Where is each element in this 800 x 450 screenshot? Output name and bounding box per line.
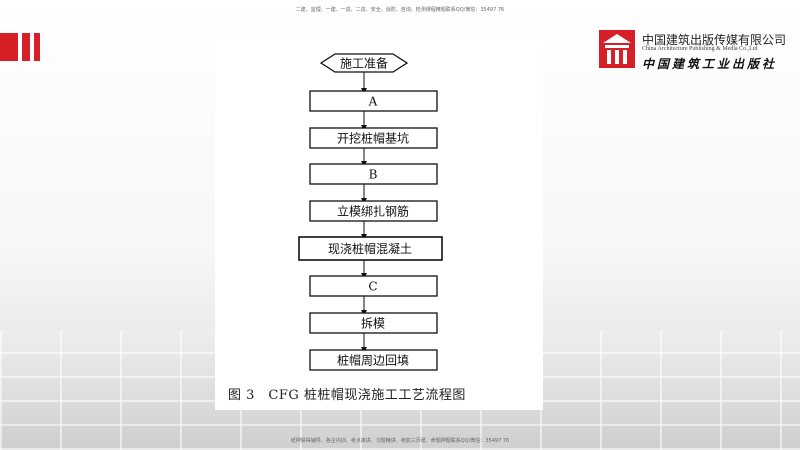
flow-step-backfill-box xyxy=(309,349,438,371)
flow-step-c-box xyxy=(309,275,438,297)
publisher-name-cn: 中国建筑出版传媒有限公司 xyxy=(642,33,787,47)
publisher-seal-icon xyxy=(599,30,635,68)
flow-step-c-label: C xyxy=(368,280,377,294)
flow-step-formwork-box xyxy=(309,200,438,222)
red-brand-mark xyxy=(0,33,46,61)
flow-step-pour-label: 现浇桩帽混凝土 xyxy=(328,241,412,256)
flow-start-label: 施工准备 xyxy=(340,57,388,71)
footer-note: 纸押获得辅导、各企内训、考点串讲、习题精讲、考前三页纸、命题押题联系QQ/微信：… xyxy=(290,438,510,444)
figure-caption: 图 3 CFG 桩桩帽现浇施工工艺流程图 xyxy=(228,388,466,403)
flow-step-b-box xyxy=(309,163,438,185)
flow-step-strip-label: 拆模 xyxy=(361,316,385,331)
header-note: 二建、监理、一建、一造、二造、安全、消防、咨询、检测课程精题联系QQ/微信：35… xyxy=(295,7,505,13)
flow-step-backfill-label: 桩帽周边回填 xyxy=(337,353,409,368)
flow-step-pour-box xyxy=(298,236,443,261)
flow-step-a-label: A xyxy=(368,95,378,109)
flow-step-formwork-label: 立模绑扎钢筋 xyxy=(337,204,409,219)
flow-step-strip-box xyxy=(309,312,438,334)
publisher-logo: 中国建筑出版传媒有限公司 China Architecture Publishi… xyxy=(596,27,796,75)
flow-step-b-label: B xyxy=(369,168,378,182)
flow-step-excavate-label: 开挖桩帽基坑 xyxy=(337,131,409,146)
flow-step-a-box xyxy=(309,90,438,112)
figure-panel: 施工准备 A 开挖桩帽基坑 B 立模绑扎钢筋 现浇桩帽混凝土 C 拆模 桩帽周边… xyxy=(215,40,543,410)
publisher-name-en: China Architecture Publishing & Media Co… xyxy=(642,46,758,52)
flowchart: 施工准备 A 开挖桩帽基坑 B 立模绑扎钢筋 现浇桩帽混凝土 C 拆模 桩帽周边… xyxy=(298,53,443,371)
flow-step-excavate-box xyxy=(309,127,438,149)
publisher-name-calligraphy: 中国建筑工业出版社 xyxy=(642,57,778,71)
flow-start-shape xyxy=(319,53,409,73)
